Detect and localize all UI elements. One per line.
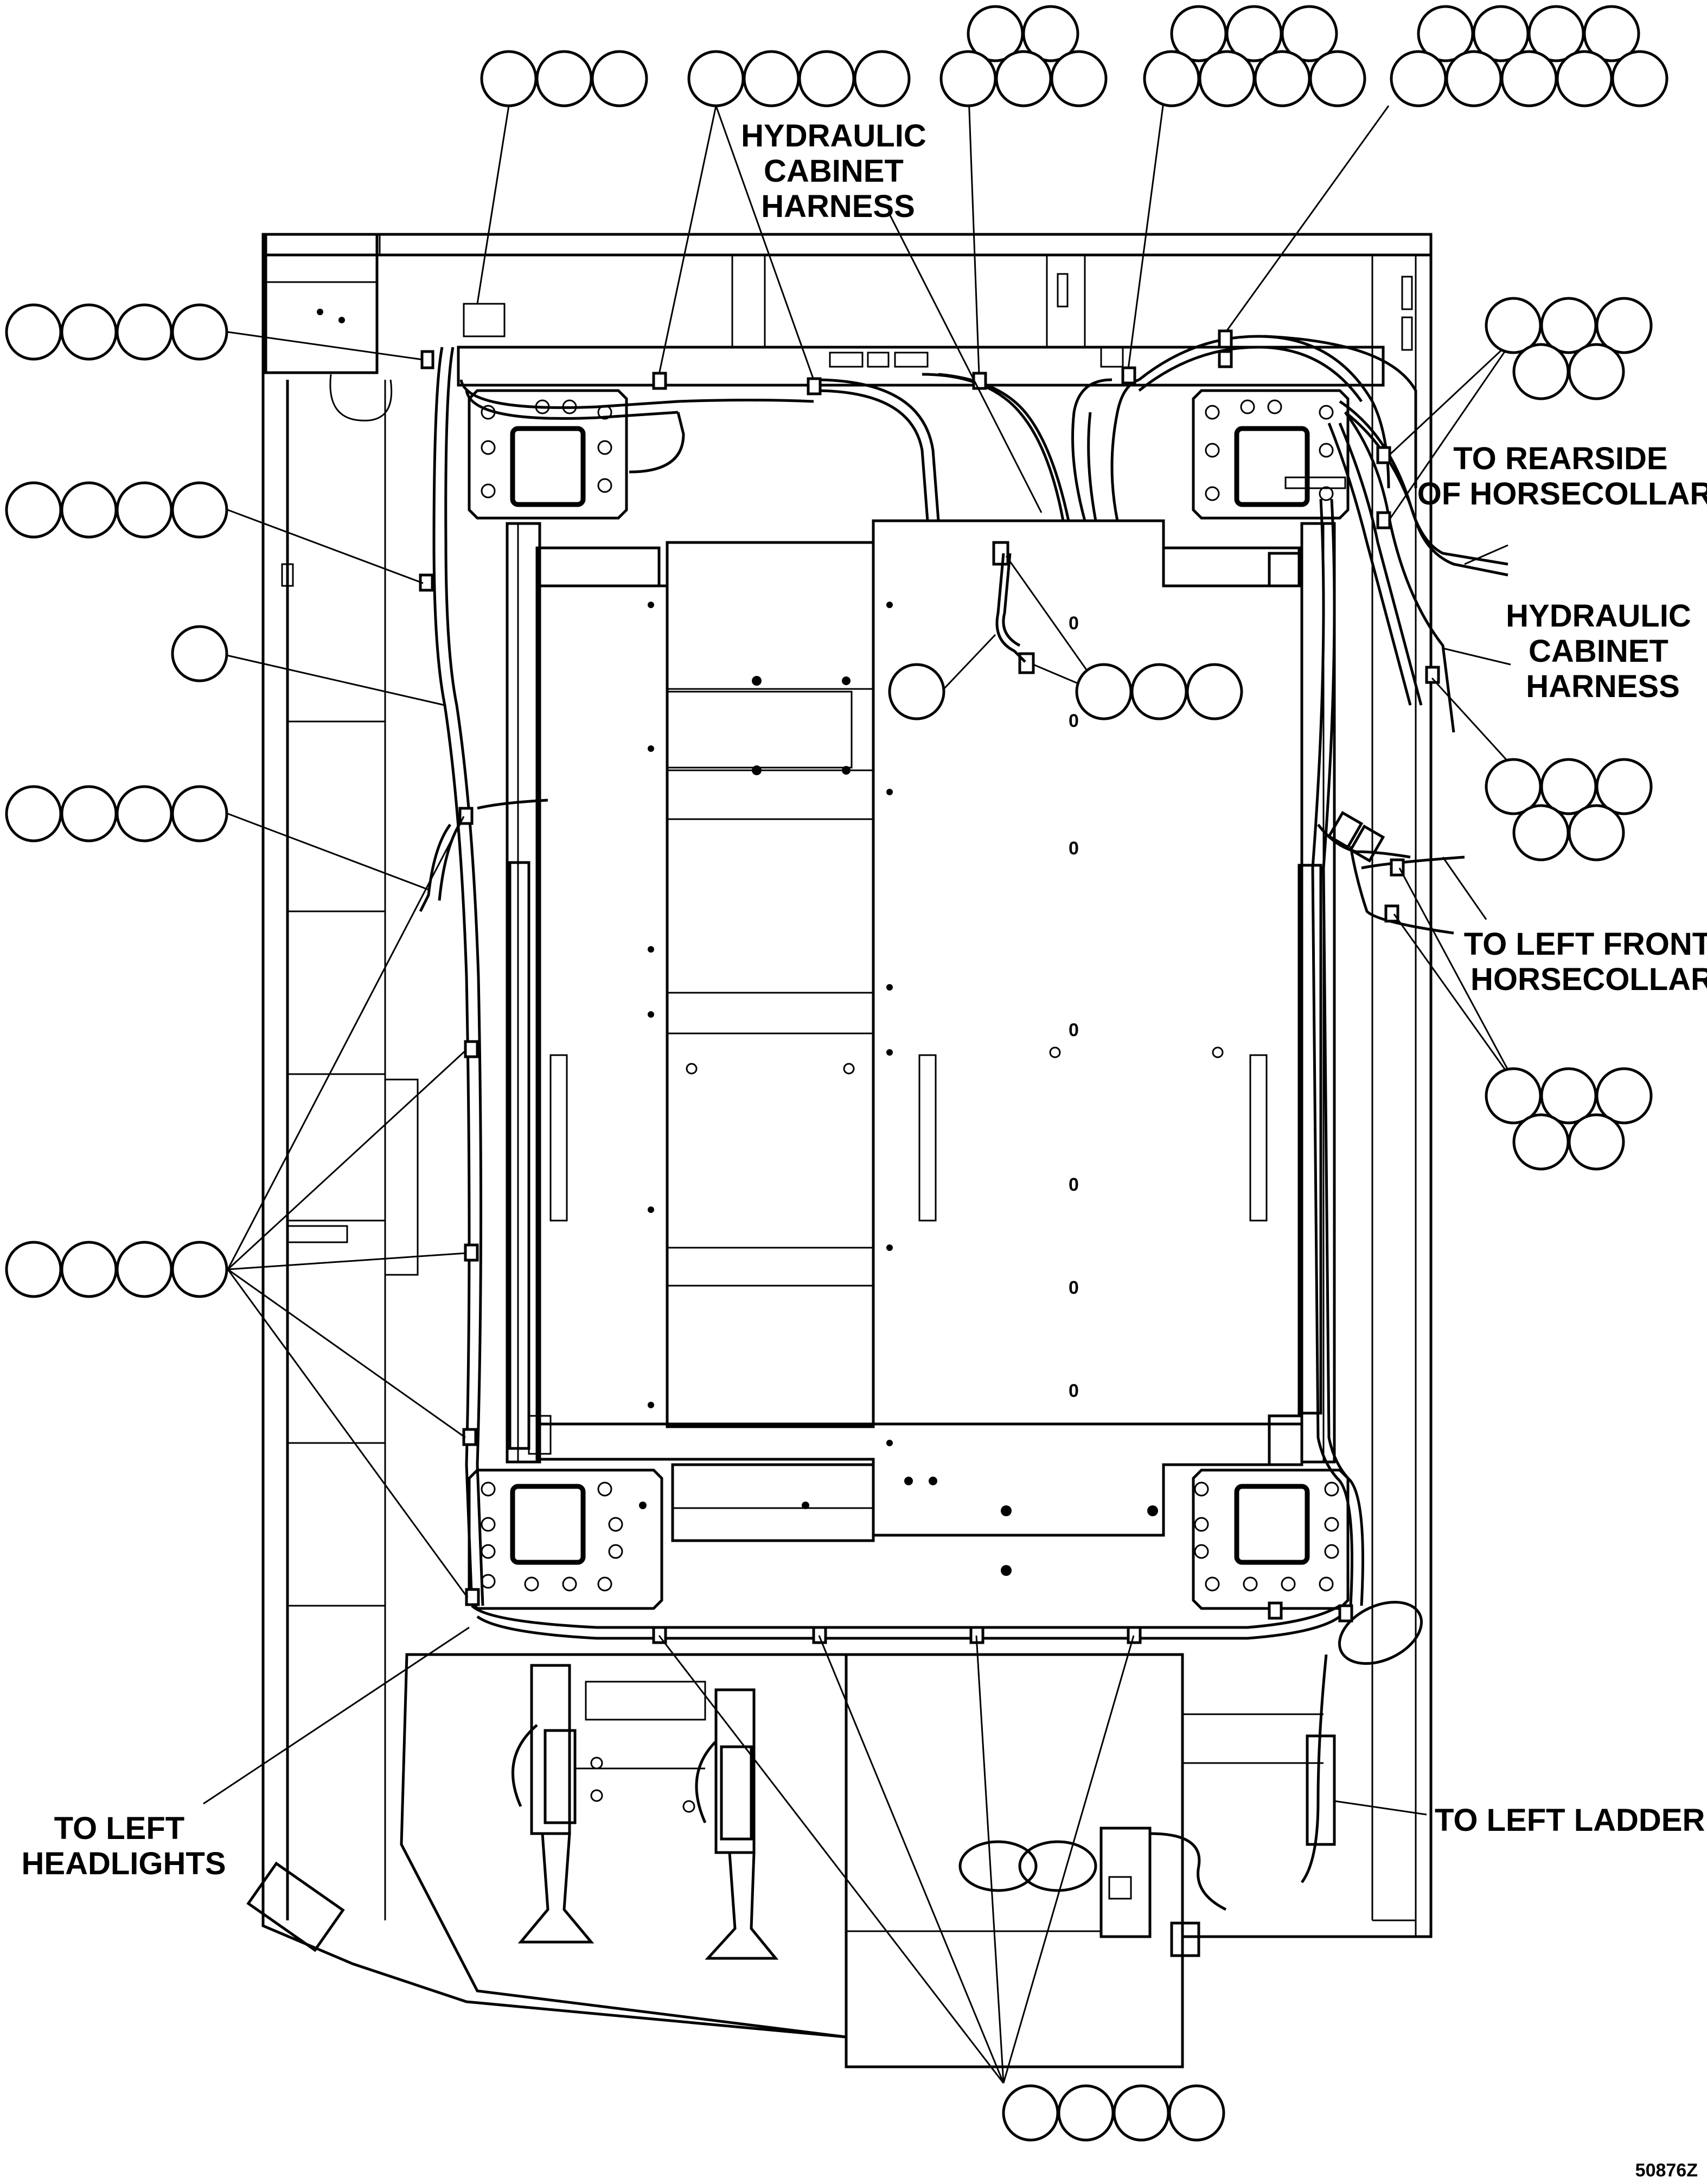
callout-center-1 [888, 663, 945, 720]
callout-left-4a [5, 303, 228, 361]
left-ladder-rail [281, 563, 419, 1607]
horn-right [590, 1688, 779, 1960]
label-line: TO LEFT [54, 1811, 185, 1846]
callout-left-4c [5, 785, 228, 842]
svg-text:0: 0 [1069, 838, 1079, 859]
svg-text:0: 0 [1069, 1381, 1079, 1401]
svg-text:0: 0 [1069, 1020, 1079, 1040]
label-line: HARNESS [1526, 669, 1680, 704]
callout-left-4b [5, 481, 228, 539]
label-line: TO LEFT FRONT [1464, 927, 1707, 962]
callout-top-3 [480, 50, 648, 107]
front-bumper [246, 1653, 1324, 2039]
figure-number: 50876Z [1635, 2160, 1698, 2181]
label-line: HEADLIGHTS [22, 1846, 226, 1881]
label-line: CABINET [1529, 634, 1668, 669]
leader-lines [203, 81, 1517, 2084]
horsecollar-pad-bottom-right [1192, 1468, 1350, 1610]
svg-text:0: 0 [1069, 711, 1079, 731]
label-line: HARNESS [761, 189, 915, 224]
callout-right-5c [1485, 1067, 1653, 1171]
label-hydraulic-cabinet-harness-top: HYDRAULIC CABINET HARNESS [741, 118, 935, 224]
outer-frame [261, 233, 1433, 2068]
svg-text:0: 0 [1069, 613, 1079, 634]
platform-bolts: 0 0 0 0 0 0 0 [648, 602, 1224, 1576]
callout-top-4 [687, 50, 911, 107]
label-to-rearside-of-horsecollar: TO REARSIDE OF HORSECOLLAR [1417, 441, 1707, 512]
label-line: OF HORSECOLLAR [1417, 476, 1707, 512]
harness-wiring [419, 335, 1508, 1640]
horsecollar-pad-top-left [468, 389, 628, 520]
callout-top-9 [1390, 5, 1668, 107]
callout-left-1 [171, 625, 228, 682]
main-bed-platform [535, 519, 1303, 1542]
label-line: HYDRAULIC [741, 118, 926, 154]
callout-right-5a [1485, 297, 1653, 400]
horsecollar-pad-bottom-left [468, 1468, 663, 1610]
label-to-left-ladder: TO LEFT LADDER [1435, 1803, 1705, 1838]
callout-top-6a [939, 5, 1108, 107]
label-to-left-headlights: TO LEFT HEADLIGHTS [22, 1811, 226, 1881]
svg-text:0: 0 [1069, 1174, 1079, 1195]
callout-center-3 [1075, 663, 1243, 720]
label-hydraulic-cabinet-harness-right: HYDRAULIC CABINET HARNESS [1506, 598, 1700, 704]
svg-text:0: 0 [1069, 1278, 1079, 1298]
cable-clips [419, 329, 1440, 1644]
label-line: TO REARSIDE [1453, 441, 1667, 476]
horsecollar-pad-top-right [1192, 389, 1350, 520]
horn-left [511, 1664, 706, 1944]
top-cross-member [457, 255, 1413, 387]
label-line: HYDRAULIC [1506, 598, 1691, 634]
callout-bottom-4 [1002, 2084, 1225, 2142]
top-left-electrical-box [264, 233, 393, 422]
callout-right-5b [1485, 758, 1653, 861]
front-right-components [958, 1600, 1423, 1957]
label-line: CABINET [764, 154, 904, 189]
callout-top-7 [1143, 5, 1366, 107]
callout-left-4d [5, 1241, 228, 1298]
label-line: HORSECOLLAR [1471, 962, 1707, 997]
label-to-left-front-horsecollar: TO LEFT FRONT HORSECOLLAR [1464, 927, 1707, 997]
